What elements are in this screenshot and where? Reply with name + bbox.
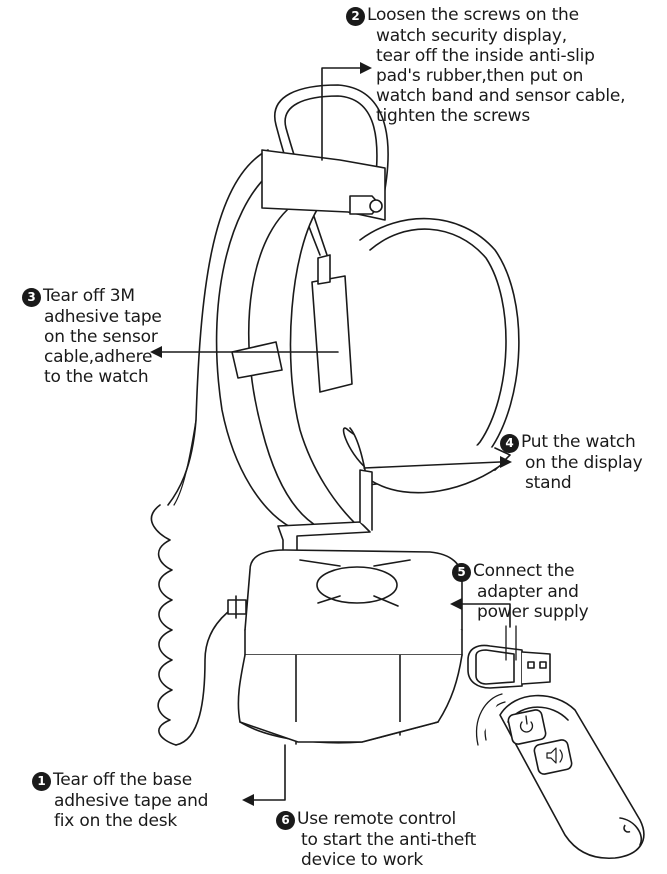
remote-control bbox=[476, 693, 645, 860]
callout-step-2-line-2: watch security display, bbox=[376, 26, 567, 46]
display-base bbox=[227, 549, 463, 745]
callout-step-3-line-3: on the sensor bbox=[44, 327, 158, 347]
usb-adapter bbox=[467, 625, 551, 689]
callout-text: Tear off the base bbox=[53, 770, 192, 790]
power-icon bbox=[519, 715, 534, 733]
arrow-step-2 bbox=[321, 67, 363, 161]
step-number-badge: 6 bbox=[276, 811, 295, 830]
callout-step-1-line-3: fix on the desk bbox=[54, 811, 178, 831]
callout-step-3-line-4: cable,adhere bbox=[44, 347, 153, 367]
callout-step-6-line-3: device to work bbox=[301, 850, 424, 870]
callout-text: Tear off 3M bbox=[43, 286, 135, 306]
callout-step-5-line-3: power supply bbox=[477, 602, 589, 622]
arrowhead-step-3 bbox=[150, 346, 162, 358]
callout-step-4-line-3: stand bbox=[525, 473, 572, 493]
callout-step-2-line-3: tear off the inside anti-slip bbox=[376, 46, 595, 66]
callout-step-3-line-2: adhesive tape bbox=[44, 307, 162, 327]
arrowhead-step-1 bbox=[242, 794, 254, 806]
callout-step-5-line-2: adapter and bbox=[477, 582, 579, 602]
callout-step-4-line-2: on the display bbox=[525, 453, 643, 473]
callout-step-6-line-2: to start the anti-theft bbox=[301, 830, 477, 850]
callout-step-2-line-4: pad's rubber,then put on bbox=[376, 66, 584, 86]
callout-text: Loosen the screws on the bbox=[367, 5, 579, 25]
callout-step-2-line-6: tighten the screws bbox=[376, 106, 530, 126]
arrowhead-step-4 bbox=[500, 456, 512, 468]
callout-text: Connect the bbox=[473, 561, 575, 581]
callout-step-3-line-5: to the watch bbox=[44, 367, 149, 387]
callout-step-2-line-5: watch band and sensor cable, bbox=[376, 86, 626, 106]
arrow-step-4 bbox=[363, 461, 501, 469]
alarm-icon bbox=[546, 747, 563, 764]
callout-step-1-line-2: adhesive tape and bbox=[54, 791, 209, 811]
arrowhead-step-2 bbox=[360, 62, 372, 74]
step-number-badge: 4 bbox=[500, 434, 519, 453]
arrow-step-1 bbox=[251, 744, 286, 801]
step-number-badge: 3 bbox=[22, 288, 41, 307]
callout-text: Use remote control bbox=[297, 809, 457, 829]
arrow-step-5 bbox=[459, 603, 511, 628]
step-number-badge: 2 bbox=[346, 7, 365, 26]
coiled-cable bbox=[150, 149, 269, 746]
watch bbox=[215, 149, 520, 529]
callout-text: Put the watch bbox=[521, 432, 636, 452]
step-number-badge: 1 bbox=[32, 772, 51, 791]
step-number-badge: 5 bbox=[452, 563, 471, 582]
arrowhead-step-5 bbox=[450, 598, 462, 610]
